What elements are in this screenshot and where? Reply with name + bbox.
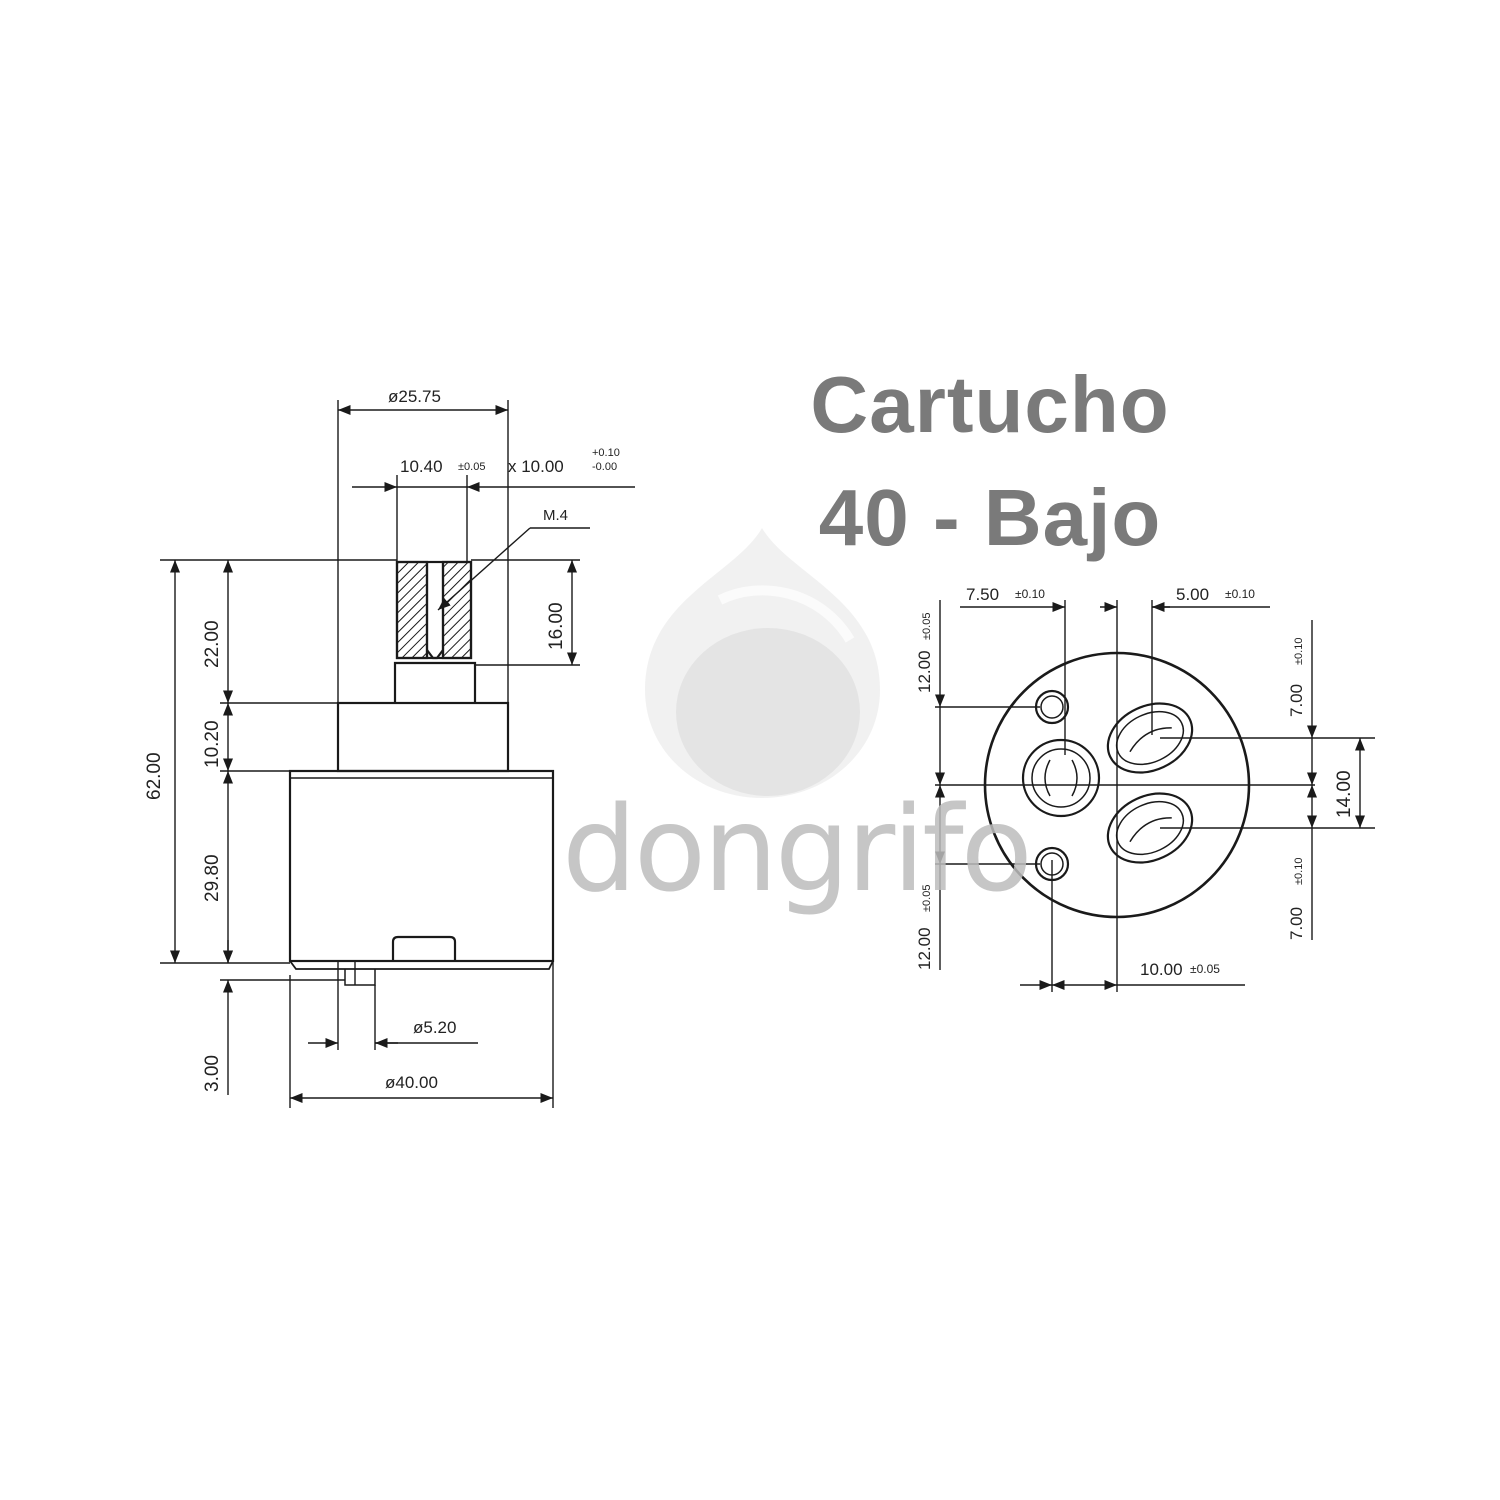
bottom-view [934, 600, 1375, 992]
cartridge-body [288, 769, 555, 963]
side-view [160, 400, 635, 1108]
dia-body-label: ø40.00 [385, 1073, 438, 1092]
slot-tol-minus: -0.00 [592, 461, 617, 473]
dim-700-top-label: 7.00 [1287, 684, 1306, 717]
dia-top-label: ø25.75 [388, 387, 441, 406]
brand-watermark: dongrifo [562, 780, 1033, 918]
cartridge-collar [336, 701, 510, 773]
title-line-1: Cartucho [810, 360, 1170, 449]
dim-750-tol: ±0.10 [1015, 587, 1045, 601]
height-collar-label: 10.20 [202, 720, 223, 768]
slot-depth-label: x 10.00 [508, 457, 564, 476]
dim-700-bot-label: 7.00 [1287, 907, 1306, 940]
dim-500-tol: ±0.10 [1225, 587, 1255, 601]
stem-hatch-right [441, 560, 473, 660]
height-slot-label: 16.00 [546, 602, 567, 650]
dim-1200-bot-tol: ±0.05 [921, 885, 933, 912]
dim-1000-label: 10.00 [1140, 960, 1183, 979]
height-total-label: 62.00 [144, 752, 165, 800]
dim-500-label: 5.00 [1176, 585, 1209, 604]
water-drop-icon [645, 528, 880, 798]
dim-1400-label: 14.00 [1334, 770, 1355, 818]
slot-width-label: 10.40 [400, 457, 443, 476]
dim-700-bot-tol: ±0.10 [1293, 858, 1305, 885]
dim-750-label: 7.50 [966, 585, 999, 604]
side-view-labels: ø25.75 10.40 ±0.05 x 10.00 +0.10 -0.00 M… [144, 387, 620, 1092]
dim-1000-tol: ±0.05 [1190, 962, 1220, 976]
slot-tol-plus: +0.10 [592, 447, 620, 459]
height-stem-label: 22.00 [202, 620, 223, 668]
dim-1200-top-tol: ±0.05 [921, 613, 933, 640]
height-body-label: 29.80 [202, 854, 223, 902]
slot-width-tol: ±0.05 [458, 461, 485, 473]
height-base-label: 3.00 [202, 1055, 223, 1092]
thread-label: M.4 [543, 507, 568, 524]
stem-hatch-left [395, 560, 429, 660]
dia-pin-label: ø5.20 [413, 1018, 456, 1037]
title-line-2: 40 - Bajo [818, 473, 1162, 562]
dim-700-top-tol: ±0.10 [1293, 638, 1305, 665]
bottom-view-labels: 7.50 ±0.10 5.00 ±0.10 12.00 ±0.05 12.00 … [915, 585, 1355, 979]
dim-1200-top-label: 12.00 [915, 650, 934, 693]
dim-1200-bot-label: 12.00 [915, 927, 934, 970]
